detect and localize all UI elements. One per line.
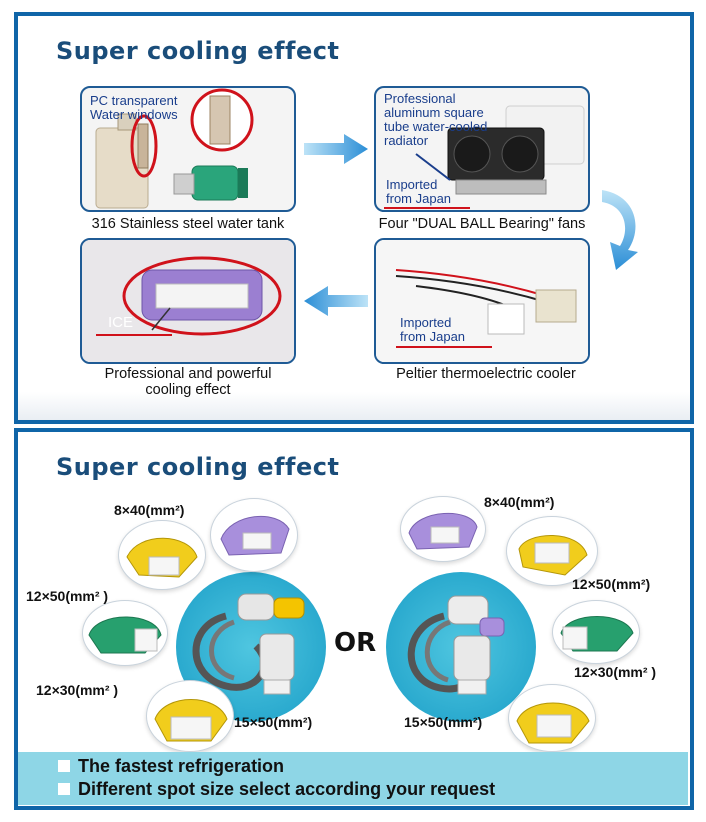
- panel-shade: [18, 392, 690, 420]
- left-label-yellow-large: 15×50(mm²): [234, 714, 313, 730]
- radiator-annotation: Professional aluminum square tube water-…: [384, 92, 487, 148]
- section1-heading: Super cooling effect: [56, 37, 340, 65]
- or-divider: OR: [334, 628, 377, 658]
- peltier-red-underline: [396, 346, 492, 348]
- peltier-card: Imported from Japan: [374, 238, 590, 364]
- feature-line-2: Different spot size select according you…: [78, 779, 496, 799]
- ice-image: [82, 240, 294, 362]
- feature-line-1: The fastest refrigeration: [78, 756, 285, 776]
- radiator-card: Professional aluminum square tube water-…: [374, 86, 590, 212]
- radiator-annotation-line3: tube water-cooled: [384, 119, 488, 134]
- peltier-imported-line2: from Japan: [400, 329, 466, 344]
- right-green-tip: [552, 600, 640, 664]
- tank-caption: 316 Stainless steel water tank: [91, 216, 285, 232]
- left-purple-tip: [210, 498, 298, 572]
- bullet-square-2: [58, 783, 70, 795]
- radiator-annotation-line4: radiator: [384, 133, 429, 148]
- radiator-red-underline: [384, 207, 470, 209]
- peltier-image: [376, 240, 588, 362]
- left-yellow-large-tip: [146, 680, 234, 752]
- radiator-imported: Imported from Japan: [386, 178, 451, 206]
- ice-card: ICE: [80, 238, 296, 364]
- right-label-purple: 8×40(mm²): [484, 494, 555, 510]
- ice-caption-line2: cooling effect: [145, 382, 231, 398]
- right-label-yellow-large: 15×50(mm²): [404, 714, 483, 730]
- right-yellow-small-tip: [506, 516, 598, 586]
- peltier-caption: Peltier thermoelectric cooler: [396, 366, 576, 382]
- tank-annotation-line2: Water windows: [90, 107, 178, 122]
- right-label-green: 12×30(mm² ): [574, 664, 657, 680]
- left-label-yellow-small: 12×50(mm² ): [26, 588, 109, 604]
- ice-caption-line1: Professional and powerful: [104, 366, 272, 382]
- ice-label: ICE: [108, 314, 134, 331]
- left-label-green: 12×30(mm² ): [36, 682, 119, 698]
- ice-caption: Professional and powerful cooling effect: [72, 366, 304, 398]
- tank-annotation-line1: PC transparent: [90, 93, 178, 108]
- ice-red-underline: [96, 334, 172, 336]
- left-label-purple: 8×40(mm²): [114, 502, 185, 518]
- right-label-yellow-small: 12×50(mm²): [572, 576, 651, 592]
- tank-annotation: PC transparent Water windows: [90, 94, 178, 122]
- bullet-square-1: [58, 760, 70, 772]
- radiator-imported-line2: from Japan: [386, 191, 452, 206]
- radiator-imported-line1: Imported: [386, 177, 438, 192]
- arrow-curve-down-icon: [602, 190, 638, 270]
- water-tank-card: PC transparent Water windows: [80, 86, 296, 212]
- section2-heading: Super cooling effect: [56, 453, 340, 481]
- radiator-caption: Four "DUAL BALL Bearing" fans: [378, 216, 586, 232]
- feature-strip: [18, 752, 688, 805]
- radiator-annotation-line1: Professional: [384, 91, 456, 106]
- left-handpiece-image: [192, 593, 305, 695]
- arrow-right-icon: [304, 134, 368, 164]
- peltier-imported-line1: Imported: [400, 315, 452, 330]
- peltier-imported: Imported from Japan: [400, 316, 465, 344]
- left-yellow-small-tip: [118, 520, 206, 590]
- right-purple-tip: [400, 496, 486, 562]
- arrow-left-icon: [304, 286, 368, 316]
- radiator-annotation-line2: aluminum square: [384, 105, 484, 120]
- left-green-tip: [82, 600, 168, 666]
- right-handpiece-image: [407, 595, 505, 695]
- radiator-image: [415, 105, 585, 195]
- right-yellow-large-tip: [508, 684, 596, 752]
- water-tank-image: [95, 88, 254, 209]
